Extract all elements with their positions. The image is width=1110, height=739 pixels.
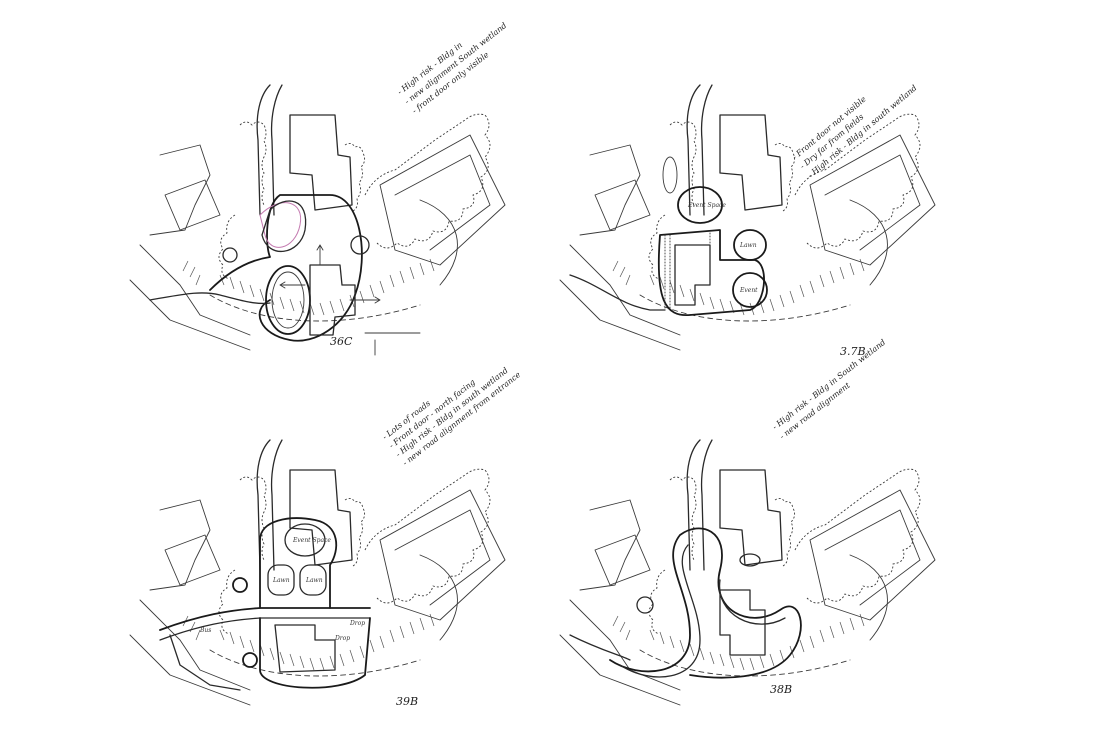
note-line: - new alignment South wetland <box>403 21 508 106</box>
pad-label: Bus <box>199 627 211 634</box>
sketch-37b: Event Space Lawn Event 3.7B <box>559 84 936 358</box>
pad-label: Lawn <box>305 577 323 584</box>
sketch-36c: 36C <box>129 84 506 356</box>
pad-label: Event Space <box>292 537 331 544</box>
sketch-label: 36C <box>330 335 353 348</box>
note-line: - Front door not visible <box>791 94 869 161</box>
pad-label: Lawn <box>739 242 757 249</box>
pad-label: Event Space <box>687 202 726 209</box>
sketch-notes-38b: - High risk - Bldg in South wetland - ne… <box>771 338 888 441</box>
sketch-label: 39B <box>396 695 418 708</box>
pad-label: Lawn <box>272 577 290 584</box>
sketch-notes-37b: - Front door not visible - Dry far from … <box>791 83 919 180</box>
sketch-label: 3.7B <box>840 345 866 358</box>
sketch-38b: 38B <box>559 439 936 706</box>
note-line: - High risk - Bldg in South wetland <box>771 338 888 432</box>
sketch-notes-39b: - Lots of roads - Front door - north fac… <box>381 366 523 468</box>
sketch-notes-36c: - High risk - Bldg in - new alignment So… <box>396 21 509 116</box>
sketch-39b: Event Space Lawn Lawn Drop Bus Drop 39B <box>129 439 506 708</box>
sketch-label: 38B <box>770 683 792 696</box>
pad-label: Drop <box>349 620 365 627</box>
pad-label: Drop <box>334 635 350 642</box>
pad-label: Event <box>739 287 758 294</box>
